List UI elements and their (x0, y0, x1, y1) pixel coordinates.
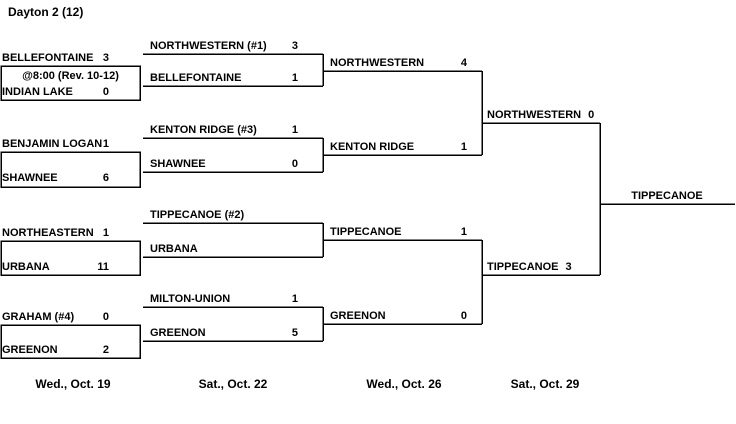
r2-g1-team1: NORTHWESTERN (#1) 3 (150, 40, 298, 53)
r2-g4-team1: MILTON-UNION 1 (150, 293, 298, 306)
team-name: GRAHAM (#4) (2, 311, 75, 323)
r2-game3-bracket (143, 222, 482, 258)
team-name: KENTON RIDGE (#3) (150, 124, 257, 136)
r2-g3-team2: URBANA (150, 243, 298, 256)
team-score: 1 (291, 124, 298, 136)
team-score: 1 (460, 141, 467, 153)
team-score: 1 (291, 72, 298, 84)
r1-g1-team1: BELLEFONTAINE 3 (2, 52, 109, 65)
team-name: NORTHWESTERN (330, 57, 425, 69)
r3-g2-team2: GREENON 0 (330, 310, 467, 323)
round2-date: Sat., Oct. 22 (198, 377, 268, 391)
r2-g1-team2: BELLEFONTAINE 1 (150, 72, 298, 85)
r2-g2-team1: KENTON RIDGE (#3) 1 (150, 124, 298, 137)
r3-g1-team2: KENTON RIDGE 1 (330, 141, 467, 154)
r2-game4-bracket (143, 306, 482, 342)
r1-game3-box (0, 240, 141, 276)
r1-g1-note: @8:00 (Rev. 10-12) (22, 70, 119, 82)
r3-g1-team1: NORTHWESTERN 4 (330, 57, 467, 70)
team-score: 4 (460, 57, 467, 69)
team-name: BELLEFONTAINE (150, 72, 242, 84)
team-score: 1 (102, 138, 109, 150)
r2-game1-bracket (143, 53, 482, 87)
r2-g2-team2: SHAWNEE 0 (150, 158, 298, 171)
team-score: 0 (102, 311, 109, 323)
team-score: 5 (291, 327, 298, 339)
r2-game2-bracket (143, 137, 482, 173)
team-name: GREENON (150, 327, 206, 339)
r3-game1-bracket (481, 71, 600, 155)
team-score: 0 (291, 158, 298, 170)
r1-g4-team2: GREENON 2 (2, 344, 109, 357)
team-name: BENJAMIN LOGAN (2, 138, 103, 150)
r1-g2-team2: SHAWNEE 6 (2, 172, 109, 185)
final-team1: NORTHWESTERN 0 (487, 109, 594, 122)
team-score: 1 (460, 226, 467, 238)
team-name: GREENON (330, 310, 386, 322)
team-name: SHAWNEE (2, 172, 58, 184)
r1-g3-team2: URBANA 11 (2, 261, 109, 274)
team-name: TIPPECANOE (330, 226, 402, 238)
r3-game2-bracket (481, 240, 600, 324)
team-score: 0 (102, 86, 109, 98)
r2-g3-team1: TIPPECANOE (#2) (150, 209, 298, 222)
team-name: SHAWNEE (150, 158, 206, 170)
team-name: TIPPECANOE (#2) (150, 209, 245, 221)
team-score: 1 (102, 227, 109, 239)
r1-g3-team1: NORTHEASTERN 1 (2, 227, 109, 240)
r3-g2-team1: TIPPECANOE 1 (330, 226, 467, 239)
team-name: INDIAN LAKE (2, 86, 73, 98)
round3-date: Wed., Oct. 26 (366, 377, 442, 391)
team-name: GREENON (2, 344, 58, 356)
team-name: MILTON-UNION (150, 293, 231, 305)
team-score: 6 (102, 172, 109, 184)
team-name: BELLEFONTAINE (2, 52, 94, 64)
team-score: 2 (102, 344, 109, 356)
team-score: 0 (460, 310, 467, 322)
team-name: URBANA (150, 243, 198, 255)
round4-date: Sat., Oct. 29 (510, 377, 580, 391)
r1-g1-team2: INDIAN LAKE 0 (2, 86, 109, 99)
round1-date: Wed., Oct. 19 (35, 377, 111, 391)
r1-g4-team1: GRAHAM (#4) 0 (2, 311, 109, 324)
r2-g4-team2: GREENON 5 (150, 327, 298, 340)
final-team2: TIPPECANOE 3 (487, 261, 572, 274)
final-bracket (599, 123, 735, 275)
team-score: 3 (291, 40, 298, 52)
team-name: KENTON RIDGE (330, 141, 415, 153)
team-score: 0 (588, 109, 595, 121)
team-name: NORTHWESTERN (#1) (150, 40, 267, 52)
bracket-title: Dayton 2 (12) (8, 5, 84, 19)
team-score: 3 (102, 52, 109, 64)
team-name: URBANA (2, 261, 50, 273)
r1-game4-box (0, 324, 141, 359)
team-name: NORTHEASTERN (2, 227, 94, 239)
team-score: 3 (565, 261, 572, 273)
team-name: TIPPECANOE (487, 261, 559, 273)
r1-game1-box (0, 65, 141, 101)
r1-game2-box (0, 151, 141, 188)
champion-label: TIPPECANOE (631, 190, 703, 202)
team-score: 11 (97, 261, 109, 273)
team-name: NORTHWESTERN (487, 109, 582, 121)
team-score: 1 (291, 293, 298, 305)
